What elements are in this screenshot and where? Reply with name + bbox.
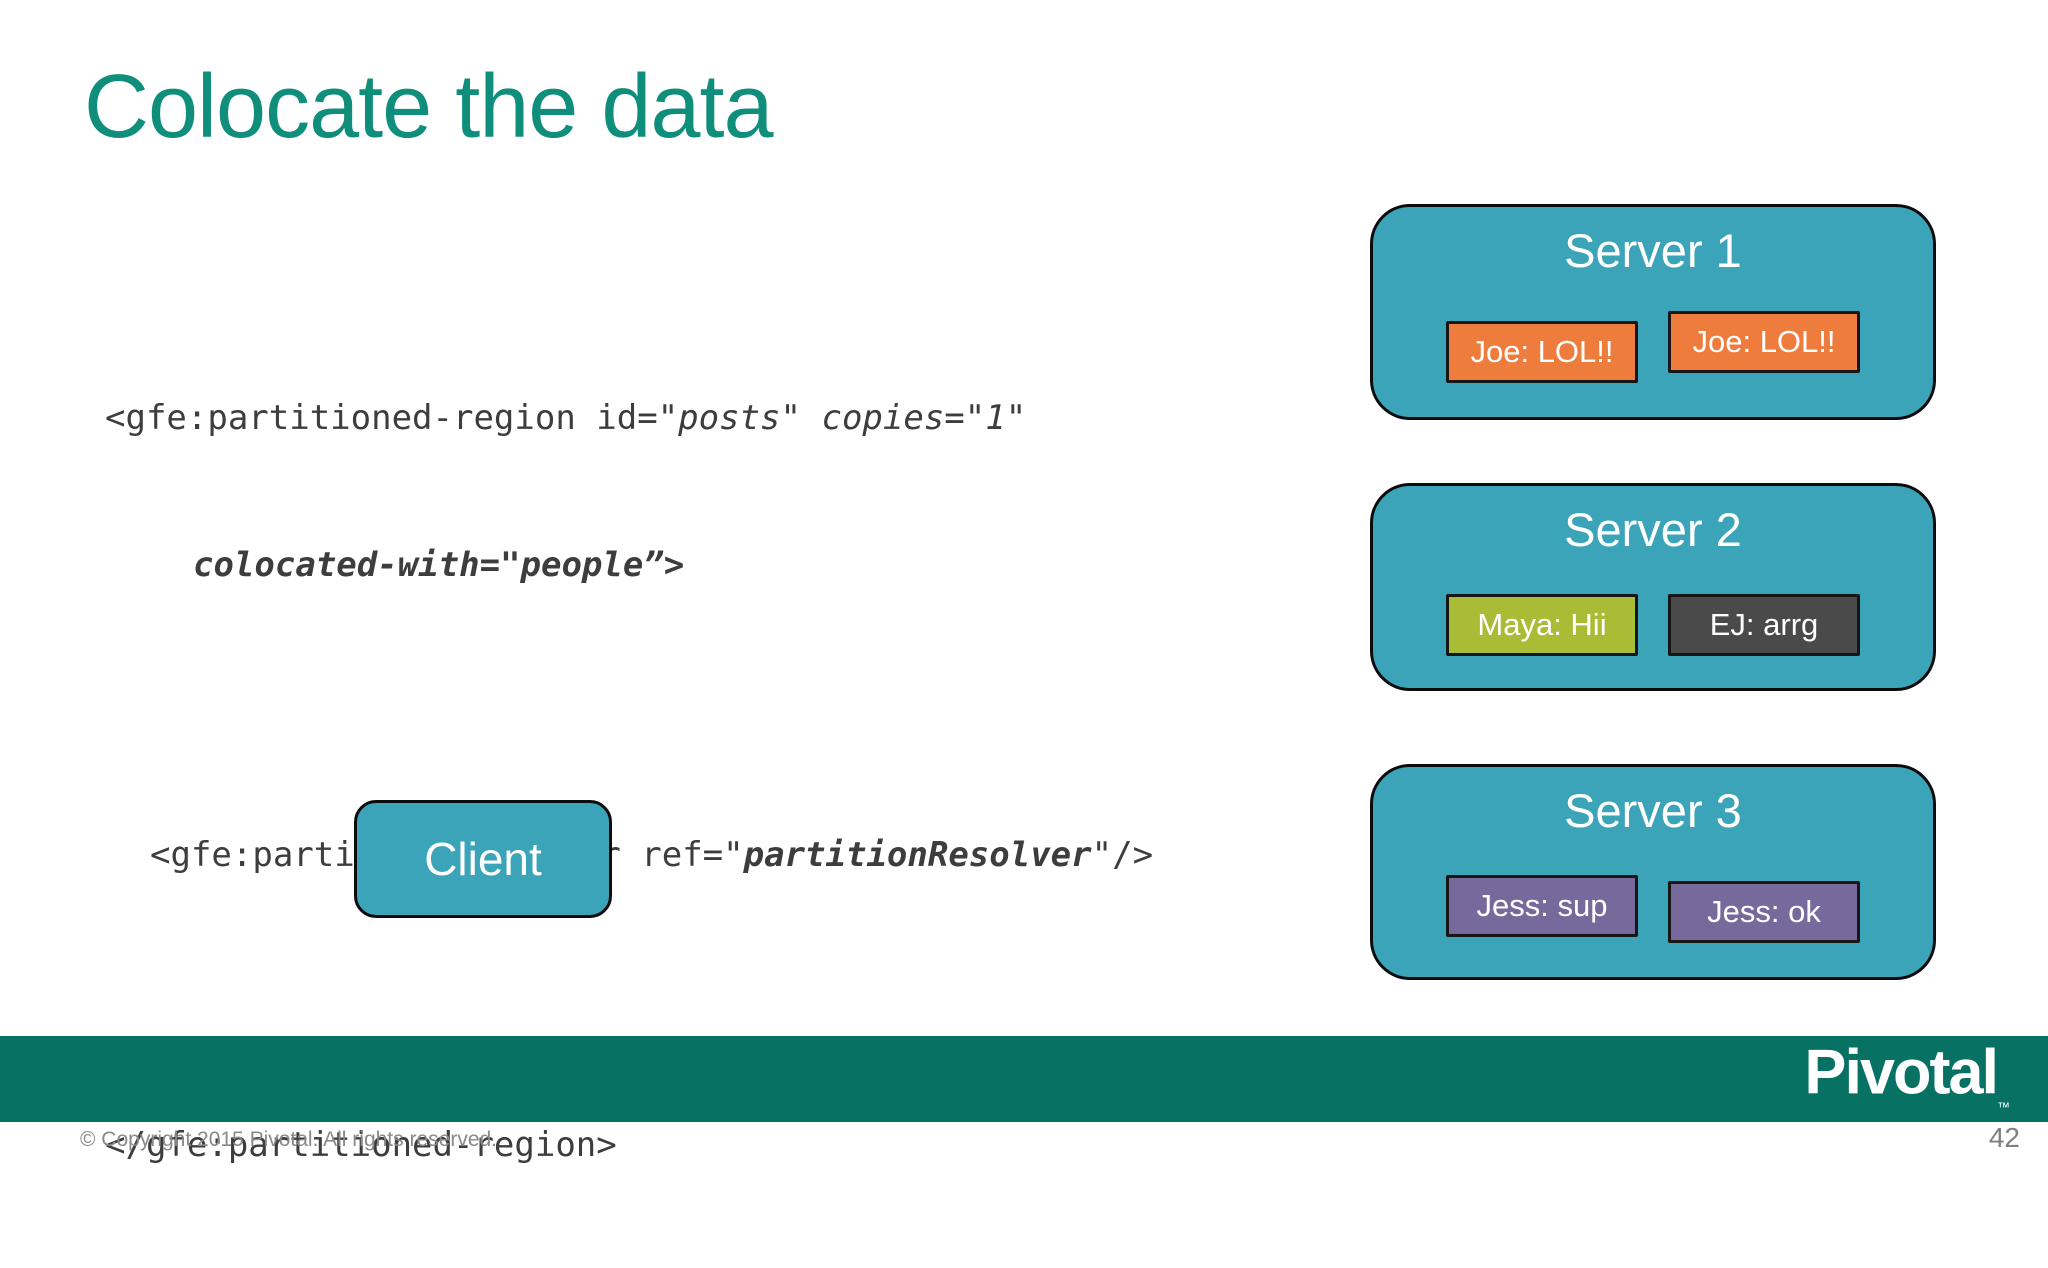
page-number: 42 — [1988, 1122, 2020, 1153]
copyright-text: © Copyright 2015 Pivotal. All rights res… — [80, 1128, 498, 1151]
page-title: Colocate the data — [84, 57, 773, 157]
message-box: Jess: sup — [1446, 875, 1638, 938]
code-blank-line — [105, 978, 1153, 1023]
client-label: Client — [424, 833, 542, 885]
slide: Colocate the data <gfe:partitioned-regio… — [0, 57, 2048, 1165]
server-3-box: Server 3 Jess: sup Jess: ok — [1370, 764, 1936, 980]
message-box: Jess: ok — [1668, 881, 1860, 944]
code-line-2: colocated-with="people”> — [193, 545, 685, 585]
message-label: Joe: LOL!! — [1470, 334, 1614, 370]
message-label: Jess: ok — [1707, 894, 1821, 930]
message-box: EJ: arrg — [1668, 594, 1860, 657]
footer-band: Pivotal™ — [0, 1036, 2048, 1122]
code-text: <gfe:partitioned-region id= — [105, 398, 658, 438]
server-3-messages: Jess: sup Jess: ok — [1446, 875, 1860, 944]
code-text-italic: "posts" — [657, 398, 801, 438]
message-box: Joe: LOL!! — [1668, 311, 1860, 374]
code-line-3: <gfe:partition-resolver ref="partitionRe… — [150, 831, 1153, 880]
server-2-box: Server 2 Maya: Hii EJ: arrg — [1370, 483, 1936, 691]
trademark-symbol: ™ — [1997, 1099, 2010, 1115]
server-1-messages: Joe: LOL!! Joe: LOL!! — [1446, 311, 1860, 384]
code-text-italic: copies="1" — [821, 398, 1027, 438]
code-blank-line — [105, 688, 1153, 733]
code-line-1: <gfe:partitioned-region id="posts" copie… — [105, 394, 1153, 443]
pivotal-logo-text: Pivotal — [1804, 1037, 1999, 1108]
message-box: Maya: Hii — [1446, 594, 1638, 657]
client-box: Client — [354, 800, 612, 918]
code-text: "/> — [1091, 835, 1154, 875]
message-label: EJ: arrg — [1709, 607, 1819, 643]
server-2-title: Server 2 — [1564, 503, 1742, 556]
message-label: Jess: sup — [1476, 888, 1608, 924]
message-box: Joe: LOL!! — [1446, 321, 1638, 384]
pivotal-logo: Pivotal™ — [1804, 1041, 2010, 1115]
code-text-bold-italic: partitionResolver — [743, 835, 1092, 875]
server-3-title: Server 3 — [1564, 784, 1742, 837]
code-block: <gfe:partitioned-region id="posts" copie… — [105, 296, 1153, 1268]
server-1-box: Server 1 Joe: LOL!! Joe: LOL!! — [1370, 204, 1936, 420]
server-2-messages: Maya: Hii EJ: arrg — [1446, 594, 1860, 657]
server-1-title: Server 1 — [1564, 224, 1742, 277]
message-label: Joe: LOL!! — [1692, 324, 1836, 360]
message-label: Maya: Hii — [1477, 607, 1607, 643]
code-text — [801, 398, 821, 438]
